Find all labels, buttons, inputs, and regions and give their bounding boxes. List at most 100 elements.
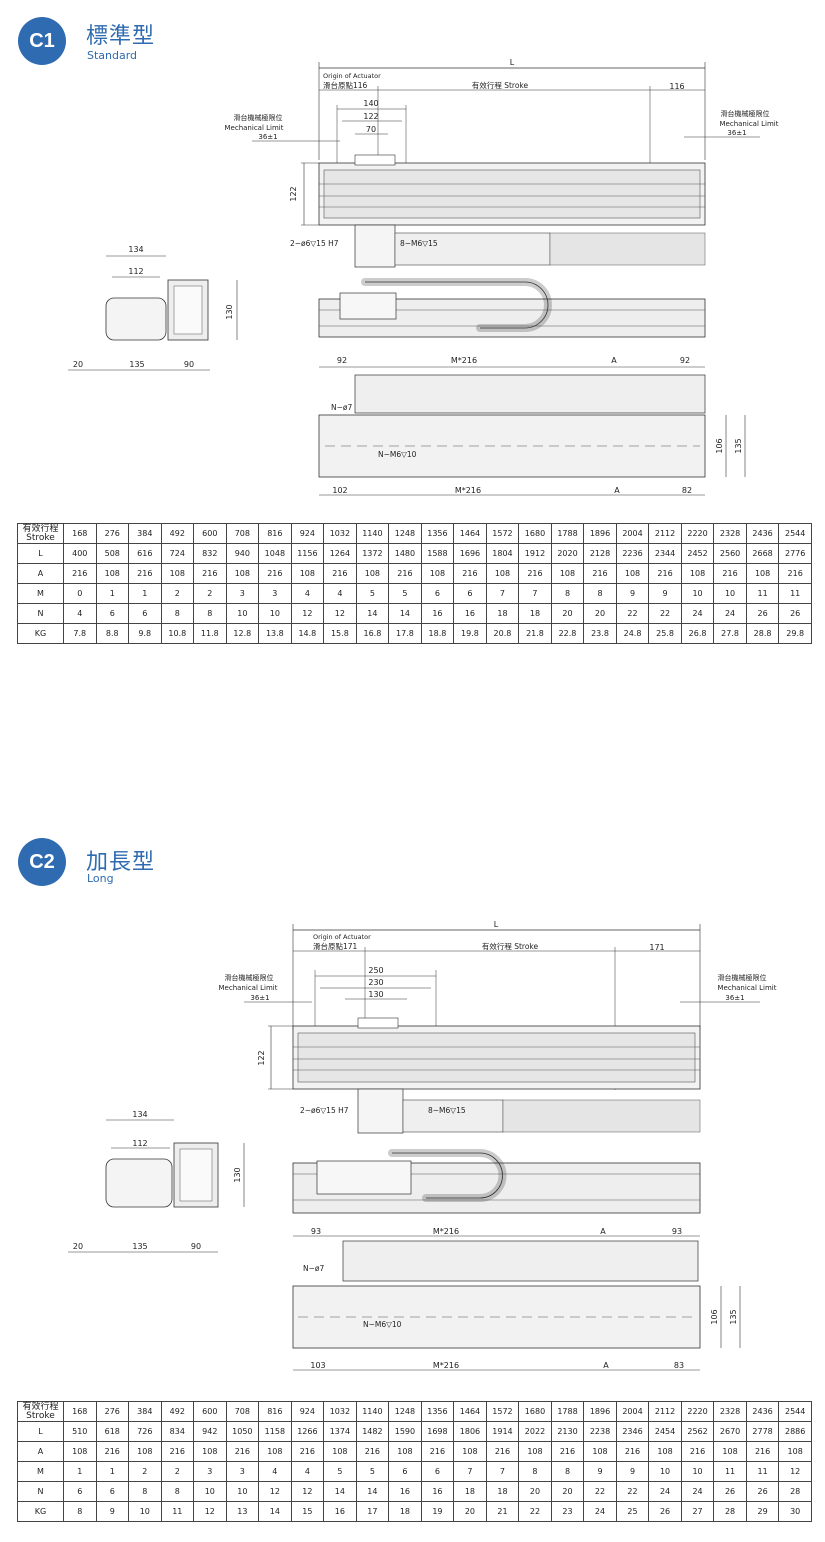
side-width-outer: 134 <box>128 245 143 254</box>
table-cell: 12 <box>323 603 357 624</box>
table-cell: 9 <box>615 583 650 604</box>
stroke-cell: 1572 <box>485 523 520 544</box>
table-cell: 7 <box>453 1461 487 1482</box>
table-cell: 216 <box>258 563 292 584</box>
table-cell: 30 <box>778 1501 812 1522</box>
origin-cn: 滑台原點116 <box>323 80 368 90</box>
dim-230: 230 <box>368 978 383 987</box>
table-cell: 14.8 <box>290 623 325 644</box>
table-cell: 4 <box>323 583 357 604</box>
table-cell: 216 <box>193 563 227 584</box>
bottom-tap: N−M6▽10 <box>378 450 417 459</box>
pin-holes: 2−ø6▽15 H7 <box>290 239 339 248</box>
table-cell: 22 <box>615 1481 650 1502</box>
side-width-outer: 134 <box>132 1110 147 1119</box>
bottom-h2: 135 <box>729 1309 738 1324</box>
table-cell: 9.8 <box>128 623 162 644</box>
table-cell: 12 <box>778 1461 812 1482</box>
table-cell: 2128 <box>583 543 617 564</box>
table-cell: 216 <box>128 563 162 584</box>
table-cell: 28 <box>713 1501 747 1522</box>
row-label: N <box>17 603 64 624</box>
table-cell: 25 <box>615 1501 650 1522</box>
table-cell: 3 <box>258 583 292 604</box>
side-bottom-1: 20 <box>73 1242 83 1251</box>
dim-L: L <box>494 920 499 929</box>
side-height: 130 <box>233 1167 242 1182</box>
table-cell: 15 <box>290 1501 325 1522</box>
dim-end-offset: 116 <box>669 82 684 91</box>
side-bottom-3: 90 <box>184 360 194 369</box>
stroke-cell: 2220 <box>680 523 715 544</box>
table-cell: 942 <box>193 1421 227 1442</box>
table-cell: 108 <box>778 1441 812 1462</box>
table-cell: 22 <box>583 1481 617 1502</box>
table-cell: 2668 <box>745 543 780 564</box>
dim-height: 122 <box>257 1050 266 1065</box>
table-cell: 6 <box>453 583 487 604</box>
table-cell: 10 <box>648 1461 682 1482</box>
table-cell: 2 <box>160 583 195 604</box>
table-cell: 108 <box>680 563 715 584</box>
bottom-b-mid: M*216 <box>455 486 481 495</box>
mech-limit-right-val: 36±1 <box>727 129 746 137</box>
table-cell: 216 <box>225 1441 260 1462</box>
table-cell: 20 <box>583 603 617 624</box>
table-cell: 23.8 <box>583 623 617 644</box>
table-cell: 18 <box>388 1501 422 1522</box>
section-standard: C1 標準型 Standard L Origin of Actuator 滑台原… <box>0 0 825 700</box>
section-badge: C1 <box>18 17 66 65</box>
table-cell: 108 <box>323 1441 357 1462</box>
table-cell: 726 <box>128 1421 162 1442</box>
table-cell: 20 <box>550 603 585 624</box>
section-title: 標準型 <box>86 24 156 49</box>
origin-cn: 滑台原點171 <box>313 941 358 951</box>
table-cell: 108 <box>258 1441 292 1462</box>
table-cell: 10 <box>680 1461 715 1482</box>
stroke-cell: 276 <box>95 523 130 544</box>
stroke-cell: 492 <box>160 1401 195 1422</box>
table-cell: 18 <box>485 1481 520 1502</box>
table-cell: 2346 <box>615 1421 650 1442</box>
dim-70: 70 <box>366 125 376 134</box>
stroke-cell: 1356 <box>420 1401 455 1422</box>
table-cell: 26 <box>713 1481 747 1502</box>
stroke-cell: 492 <box>160 523 195 544</box>
table-cell: 8 <box>550 583 585 604</box>
table-cell: 616 <box>128 543 162 564</box>
table-cell: 1156 <box>290 543 325 564</box>
table-cell: 216 <box>388 563 422 584</box>
table-cell: 2454 <box>648 1421 682 1442</box>
table-cell: 10 <box>680 583 715 604</box>
table-cell: 940 <box>225 543 260 564</box>
table-cell: 22.8 <box>550 623 585 644</box>
table-cell: 1 <box>95 1461 130 1482</box>
table-cell: 216 <box>290 1441 325 1462</box>
drawing-standard: L Origin of Actuator 滑台原點116 有效行程 Stroke… <box>68 58 779 496</box>
table-cell: 4 <box>290 1461 325 1482</box>
bottom-h1: 106 <box>710 1309 719 1324</box>
row-label: KG <box>17 1501 64 1522</box>
side-width-inner: 112 <box>132 1139 147 1148</box>
table-cell: 2670 <box>713 1421 747 1442</box>
table-cell: 26 <box>778 603 812 624</box>
table-cell: 1050 <box>225 1421 260 1442</box>
table-cell: 108 <box>713 1441 747 1462</box>
table-cell: 6 <box>128 603 162 624</box>
table-cell: 2562 <box>680 1421 715 1442</box>
section-subtitle: Long <box>87 872 114 885</box>
stroke-cell: 2112 <box>648 1401 682 1422</box>
table-cell: 26 <box>745 1481 780 1502</box>
bottom-mid: M*216 <box>433 1227 459 1236</box>
table-cell: 16.8 <box>355 623 390 644</box>
origin-en: Origin of Actuator <box>323 72 381 80</box>
dim-140: 140 <box>363 99 378 108</box>
table-cell: 1048 <box>258 543 292 564</box>
table-cell: 108 <box>95 563 130 584</box>
